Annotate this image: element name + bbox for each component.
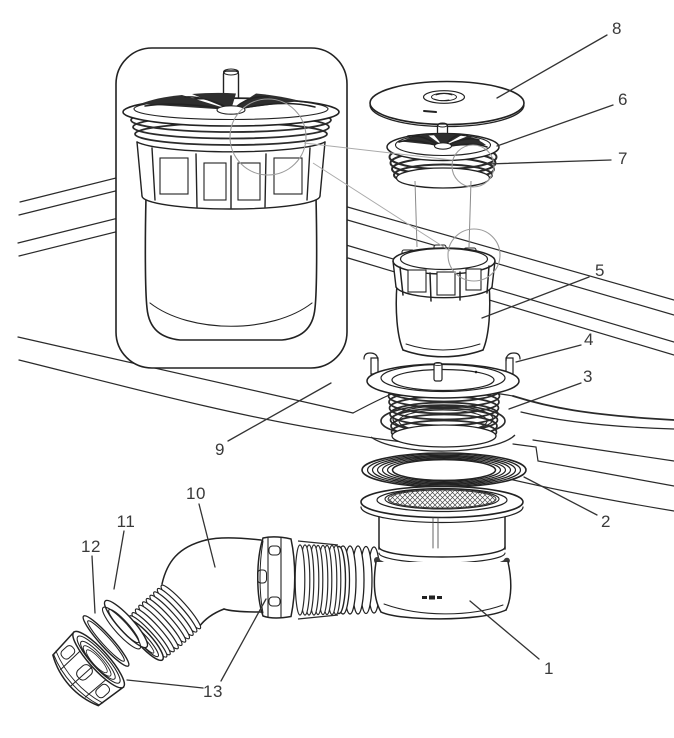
leader-line-7 — [486, 159, 612, 165]
strainer-callout-circle — [451, 144, 495, 188]
part-label-8: 8 — [496, 19, 622, 99]
svg-text:4: 4 — [584, 330, 594, 349]
part-13-nut-left — [52, 630, 126, 707]
cup-callout-circle — [447, 228, 501, 282]
leader-line-6 — [496, 104, 614, 147]
part-11-cone-seal — [101, 599, 149, 650]
part-6-strainer — [386, 122, 500, 189]
leader-line-8 — [496, 34, 608, 99]
leader-line-3 — [508, 382, 582, 410]
part-label-11: 11 — [113, 512, 136, 590]
part-2-sealing-ring — [361, 452, 527, 488]
leader-line-11 — [113, 530, 125, 590]
leader-line-2 — [523, 476, 598, 516]
svg-text:11: 11 — [117, 512, 136, 531]
leader-line-13-right — [220, 598, 267, 682]
mold-mark — [422, 595, 442, 600]
leader-line-12 — [91, 555, 96, 614]
collar-lug-right — [505, 352, 521, 375]
part-label-10: 10 — [186, 484, 216, 568]
part-label-3: 3 — [508, 367, 593, 410]
svg-text:8: 8 — [612, 19, 622, 38]
svg-text:13: 13 — [203, 682, 223, 701]
collar-lug-left — [363, 352, 379, 375]
svg-text:3: 3 — [583, 367, 593, 386]
inset-cup-body — [144, 196, 318, 341]
strainer-mesh — [387, 489, 497, 509]
inset-connector-line-bottom — [312, 162, 451, 252]
callout-circles — [229, 98, 501, 282]
collar-stub-pin — [433, 361, 443, 382]
part-label-1: 1 — [469, 600, 554, 678]
cap-mold-mark — [423, 110, 437, 113]
part-label-5: 5 — [481, 261, 605, 319]
svg-text:10: 10 — [186, 484, 206, 503]
inset-connector-line-top — [303, 142, 453, 161]
leader-line-4 — [515, 344, 582, 363]
tailpiece-threads — [294, 540, 342, 620]
inset-castellated-band — [136, 141, 326, 210]
part-4-locking-collar — [363, 352, 521, 448]
ghost-cylinder-lines — [414, 180, 472, 248]
svg-text:7: 7 — [618, 149, 628, 168]
part-1-drain-body — [331, 485, 524, 620]
svg-text:2: 2 — [601, 512, 611, 531]
part-8-cover-cap — [369, 80, 525, 128]
part-label-7: 7 — [486, 149, 628, 168]
inset-flange — [122, 92, 340, 127]
part-label-13: 13 — [126, 598, 267, 701]
svg-text:5: 5 — [595, 261, 605, 280]
part-label-2: 2 — [523, 476, 611, 531]
detail-inset — [115, 47, 348, 369]
leader-line-5 — [481, 276, 590, 319]
part-label-4: 4 — [515, 330, 594, 363]
part-labels: 8 6 7 5 4 3 2 1 — [81, 19, 628, 701]
part-label-6: 6 — [496, 90, 628, 147]
svg-text:12: 12 — [81, 537, 101, 556]
svg-text:9: 9 — [215, 440, 225, 459]
svg-text:1: 1 — [544, 659, 554, 678]
leader-line-9 — [227, 382, 332, 442]
leader-line-10 — [198, 503, 216, 568]
part-12-washer — [82, 615, 130, 667]
leader-line-13-left — [126, 679, 204, 689]
svg-text:6: 6 — [618, 90, 628, 109]
part-13-nut-right — [257, 536, 296, 619]
leader-line-1 — [469, 600, 540, 660]
part-label-12: 12 — [81, 537, 101, 614]
part-5-filter-cup — [392, 244, 496, 358]
part-label-9: 9 — [215, 382, 332, 459]
inset-callout-circle — [229, 98, 307, 176]
